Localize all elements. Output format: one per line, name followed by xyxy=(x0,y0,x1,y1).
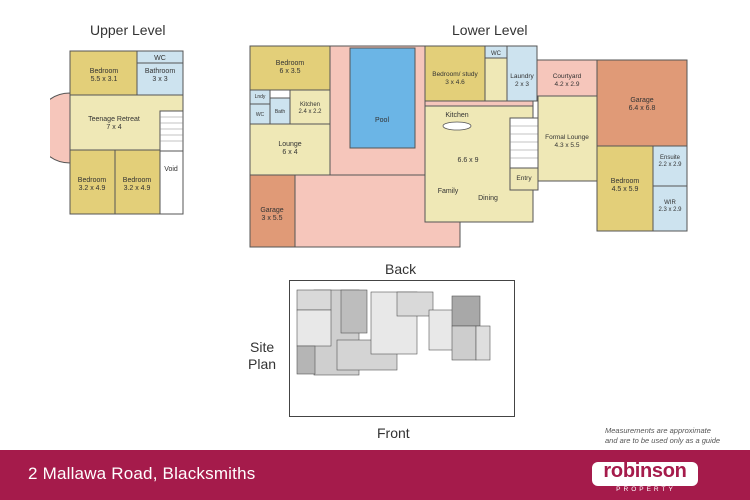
label: Bedroom xyxy=(611,178,640,185)
label: Garage xyxy=(260,207,283,214)
dims: 3 x 4.6 xyxy=(445,79,465,86)
plan-label: Plan xyxy=(248,356,277,372)
dims: 6 x 4 xyxy=(282,149,297,156)
brand-subtitle: PROPERTY xyxy=(616,486,676,493)
disclaimer: Measurements are approximate and are to … xyxy=(605,426,720,446)
logo-badge xyxy=(592,462,698,486)
label: Courtyard xyxy=(553,73,582,80)
dims: 2.2 x 2.9 xyxy=(658,162,682,168)
lower-bedroom2 xyxy=(596,145,654,232)
dims: 7 x 4 xyxy=(106,124,121,131)
dims: 2.4 x 2.2 xyxy=(298,109,322,115)
pool xyxy=(349,47,416,149)
label: Pool xyxy=(375,117,389,124)
label: Bedroom xyxy=(90,68,119,75)
lower-formal-lounge xyxy=(537,95,598,182)
dims: 3.2 x 4.9 xyxy=(79,185,106,192)
dims: 3 x 3 xyxy=(152,76,167,83)
dims: 4.5 x 5.9 xyxy=(612,186,639,193)
upper-level-plan: Bedroom 5.5 x 3.1 WC Bathroom 3 x 3 Teen… xyxy=(50,50,184,215)
lower-courtyard xyxy=(536,59,598,97)
lower-entry xyxy=(509,167,539,191)
label: WC xyxy=(491,51,502,57)
retreat-bay xyxy=(50,92,71,164)
dims: 4.2 x 2.9 xyxy=(555,81,580,88)
upper-bathroom xyxy=(136,62,184,96)
label: Bedroom xyxy=(276,60,305,67)
label: Bedroom xyxy=(123,177,152,184)
label: Void xyxy=(164,166,178,173)
label: Bedroom xyxy=(78,177,107,184)
upper-void xyxy=(159,150,184,215)
lower-wir xyxy=(652,185,688,232)
label: Family xyxy=(438,188,459,195)
site-ensuite xyxy=(475,325,491,361)
lower-study xyxy=(424,45,486,102)
label: WC xyxy=(154,55,166,62)
back-label: Back xyxy=(385,261,417,277)
upper-bedroom-right xyxy=(114,149,161,215)
brand-logo: robinson xyxy=(603,460,687,482)
label: Formal Lounge xyxy=(545,134,589,141)
lower-level-plan: Bedroom 6 x 3.5 Lndy WC Bath Kitchen 2.4… xyxy=(249,45,688,248)
dims: 6.6 x 9 xyxy=(457,157,478,164)
label: Kitchen xyxy=(445,112,468,119)
dims: 5.5 x 3.1 xyxy=(91,76,118,83)
label: Dining xyxy=(478,195,498,202)
site-pool xyxy=(340,289,368,334)
upper-level-heading: Upper Level xyxy=(90,22,166,38)
lower-hall xyxy=(484,57,508,102)
site-formal xyxy=(428,309,454,351)
label: Lndy xyxy=(255,94,266,100)
dims: 3.2 x 4.9 xyxy=(124,185,151,192)
site-lounge xyxy=(296,309,332,347)
lower-kitchen-small xyxy=(289,89,331,125)
upper-bedroom-top xyxy=(69,50,138,96)
kitchen-island xyxy=(442,121,472,131)
lower-garage-big xyxy=(596,59,688,147)
dims: 6 x 3.5 xyxy=(279,68,300,75)
site-garage-big xyxy=(451,295,481,327)
disclaimer-line: and are to be used only as a guide xyxy=(605,436,721,445)
label: Bedroom/ study xyxy=(432,71,478,78)
label: Ensuite xyxy=(660,155,681,161)
dims: 6.4 x 6.8 xyxy=(629,105,656,112)
site-bedroom2 xyxy=(451,325,477,361)
label: WIR xyxy=(664,200,676,206)
site-bedroom xyxy=(296,289,332,311)
label: Bathroom xyxy=(145,68,176,75)
lower-lounge xyxy=(249,123,331,176)
label: Kitchen xyxy=(300,102,320,108)
front-label: Front xyxy=(377,425,410,441)
dims: 2 x 3 xyxy=(515,81,529,88)
label: Laundry xyxy=(510,73,534,80)
site-label: Site xyxy=(250,339,275,355)
property-address: 2 Mallawa Road, Blacksmiths xyxy=(28,464,256,483)
label: Entry xyxy=(516,175,532,182)
label: Garage xyxy=(630,97,653,104)
dims: 2.3 x 2.9 xyxy=(658,207,682,213)
site-laundry xyxy=(396,291,434,317)
label: Teenage Retreat xyxy=(88,116,140,123)
lower-bedroom xyxy=(249,45,331,91)
dims: 4.3 x 5.5 xyxy=(555,142,580,149)
site-plan xyxy=(289,280,515,417)
label: Lounge xyxy=(278,141,301,148)
lower-laundry xyxy=(506,45,538,102)
site-garage-small xyxy=(296,345,316,375)
disclaimer-line: Measurements are approximate xyxy=(605,426,711,435)
lower-stairs xyxy=(509,117,539,169)
label: Bath xyxy=(275,109,286,115)
lower-level-heading: Lower Level xyxy=(452,22,528,38)
lower-ensuite xyxy=(652,145,688,187)
label: WC xyxy=(256,112,265,118)
lower-garage-small xyxy=(249,174,296,248)
upper-bedroom-left xyxy=(69,149,116,215)
dims: 3 x 5.5 xyxy=(261,215,282,222)
